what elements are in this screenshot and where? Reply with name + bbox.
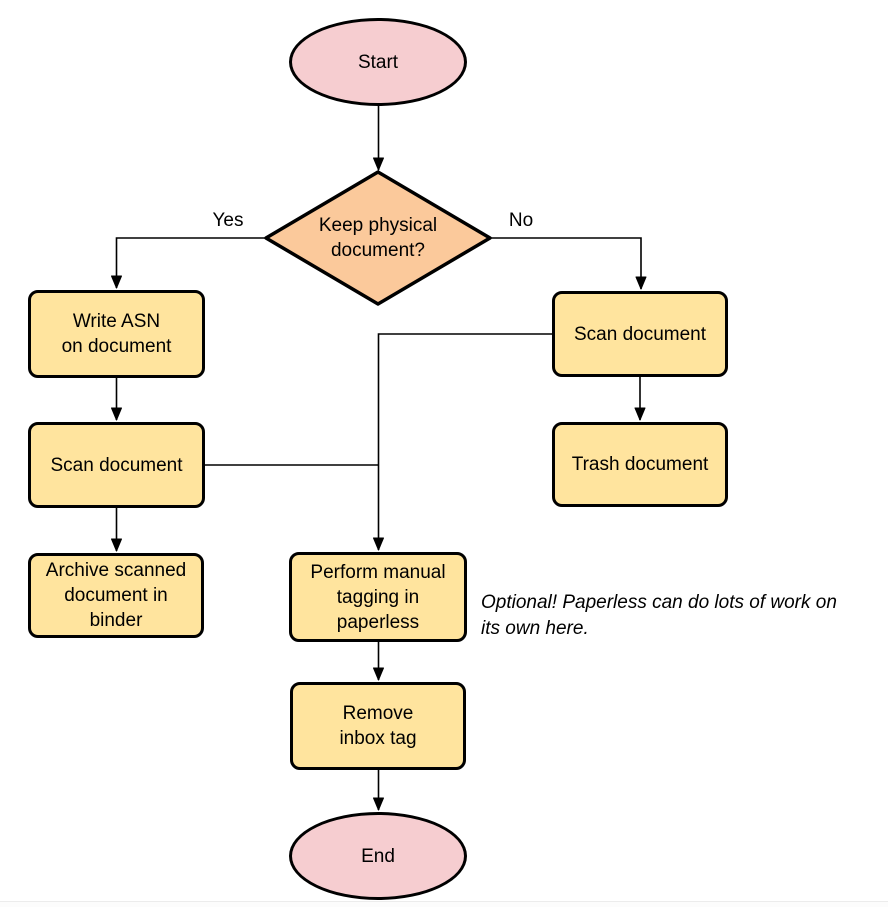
node-write-asn-label: Write ASN on document [61,311,172,357]
node-end: End [289,812,467,900]
node-start: Start [289,18,467,106]
edge-decision-no-to-scan-right [490,237,647,290]
node-scan-document-left: Scan document [28,422,205,508]
edge-scan-right-to-tagging [373,333,552,551]
node-write-asn: Write ASN on document [28,290,205,378]
edge-decision-yes-to-write-asn [111,237,266,289]
node-archive-scanned-label: Archive scanned document in binder [45,560,187,631]
node-trash-document-label: Trash document [571,454,709,475]
node-scan-document-right-label: Scan document [573,323,707,345]
node-remove-inbox-tag-label: Remove inbox tag [339,703,417,749]
node-scan-document-left-label: Scan document [50,454,183,476]
node-decision-label: Keep physical document? [318,215,438,261]
node-scan-document-right: Scan document [552,291,728,377]
node-start-label: Start [357,51,399,73]
node-trash-document: Trash document [552,422,728,507]
node-archive-scanned: Archive scanned document in binder [28,553,204,638]
decision-diamond-shape [264,170,492,306]
node-end-label: End [361,845,395,867]
node-manual-tagging-label: Perform manual tagging in paperless [310,561,446,633]
edge-label-no: No [508,210,534,231]
page-bottom-edge [0,901,888,907]
annotation-note: Optional! Paperless can do lots of work … [481,592,837,639]
node-manual-tagging: Perform manual tagging in paperless [289,552,467,642]
edge-label-yes: Yes [212,210,244,231]
node-remove-inbox-tag: Remove inbox tag [290,682,466,770]
